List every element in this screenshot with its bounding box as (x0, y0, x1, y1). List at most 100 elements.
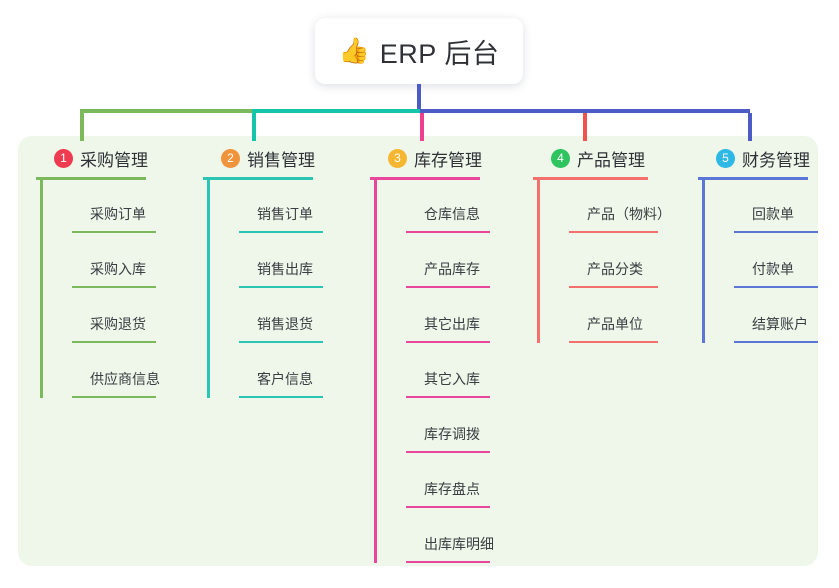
branch-leaf-rule (239, 341, 323, 343)
branch-leaf-label: 库存盘点 (424, 481, 480, 497)
branch-number-badge: 3 (388, 148, 407, 168)
branch-leaf-rule (734, 341, 818, 343)
branch-leaf-label: 产品单位 (587, 316, 643, 332)
branch-leaf-item[interactable]: 库存盘点 (388, 455, 490, 510)
branch-leaf-label: 付款单 (752, 261, 794, 277)
branch-leaf-item[interactable]: 结算账户 (716, 290, 818, 345)
branch-leaf-label: 其它入库 (424, 371, 480, 387)
branch-items-inventory: 仓库信息产品库存其它出库其它入库库存调拨库存盘点出库库明细 (370, 180, 494, 565)
branch-header-sales[interactable]: 2 销售管理 (203, 146, 315, 170)
branch-title: 采购管理 (80, 150, 148, 170)
branch-leaf-rule (406, 286, 490, 288)
drop-finance (748, 113, 752, 141)
branch-leaf-rule (406, 506, 490, 508)
branch-leaf-rule (734, 231, 818, 233)
branch-leaf-rule (239, 396, 323, 398)
branch-leaf-item[interactable]: 采购订单 (54, 180, 156, 235)
branch-leaf-item[interactable]: 产品（物料） (551, 180, 671, 235)
branch-leaf-label: 回款单 (752, 206, 794, 222)
branch-leaf-item[interactable]: 出库库明细 (388, 510, 494, 565)
branch-items-purchasing: 采购订单采购入库采购退货供应商信息 (36, 180, 160, 400)
branch-leaf-rule (72, 231, 156, 233)
branch-header-rule (698, 177, 808, 180)
branch-leaf-label: 产品分类 (587, 261, 643, 277)
branch-leaf-label: 客户信息 (257, 371, 313, 387)
branch-leaf-item[interactable]: 客户信息 (221, 345, 323, 400)
branch-leaf-rule (569, 286, 658, 288)
branch-leaf-rule (569, 231, 658, 233)
branch-leaf-label: 库存调拨 (424, 426, 480, 442)
branch-leaf-label: 仓库信息 (424, 206, 480, 222)
branch-header-inventory[interactable]: 3 库存管理 (370, 146, 482, 170)
branch-leaf-item[interactable]: 产品分类 (551, 235, 658, 290)
branch-number-badge: 5 (716, 148, 735, 168)
branch-column-product: 4 产品管理产品（物料） 产品分类产品单位 (533, 146, 671, 345)
branch-header-rule (370, 177, 480, 180)
branch-leaf-item[interactable]: 采购入库 (54, 235, 156, 290)
branch-spine (537, 180, 540, 343)
branch-title: 财务管理 (742, 150, 810, 170)
branch-leaf-item[interactable]: 库存调拨 (388, 400, 490, 455)
bar-segment-green (80, 109, 252, 113)
branch-leaf-item[interactable]: 销售出库 (221, 235, 323, 290)
branch-title: 产品管理 (577, 150, 645, 170)
branch-leaf-item[interactable]: 其它入库 (388, 345, 490, 400)
drop-product (583, 113, 587, 141)
branch-title: 库存管理 (414, 150, 482, 170)
branch-items-sales: 销售订单销售出库销售退货客户信息 (203, 180, 323, 400)
branch-number-badge: 4 (551, 148, 570, 168)
branch-number-badge: 2 (221, 148, 240, 168)
branch-leaf-item[interactable]: 仓库信息 (388, 180, 490, 235)
bar-segment-blue (420, 109, 750, 113)
branch-column-finance: 5 财务管理回款单付款单结算账户 (698, 146, 818, 345)
branch-leaf-item[interactable]: 销售退货 (221, 290, 323, 345)
branch-leaf-label: 产品（物料） (587, 206, 671, 222)
branch-leaf-item[interactable]: 采购退货 (54, 290, 156, 345)
branch-leaf-label: 供应商信息 (90, 371, 160, 387)
branch-leaf-label: 采购退货 (90, 316, 146, 332)
branch-leaf-label: 采购入库 (90, 261, 146, 277)
branch-leaf-rule (72, 341, 156, 343)
branch-leaf-rule (406, 451, 490, 453)
branch-header-product[interactable]: 4 产品管理 (533, 146, 648, 170)
branch-leaf-label: 销售退货 (257, 316, 313, 332)
branch-leaf-rule (406, 396, 490, 398)
branch-leaf-item[interactable]: 销售订单 (221, 180, 323, 235)
branch-leaf-rule (734, 286, 818, 288)
branch-column-sales: 2 销售管理销售订单销售出库销售退货客户信息 (203, 146, 323, 400)
branch-leaf-rule (72, 396, 156, 398)
thumbs-up-icon: 👍 (338, 36, 370, 65)
branch-column-inventory: 3 库存管理仓库信息产品库存其它出库其它入库库存调拨库存盘点出库库明细 (370, 146, 494, 565)
branch-leaf-rule (406, 341, 490, 343)
branches-panel (18, 136, 818, 566)
branch-spine (207, 180, 210, 398)
branch-leaf-item[interactable]: 供应商信息 (54, 345, 160, 400)
branch-leaf-item[interactable]: 其它出库 (388, 290, 490, 345)
branch-leaf-rule (569, 341, 658, 343)
branch-items-product: 产品（物料） 产品分类产品单位 (533, 180, 671, 345)
branch-leaf-item[interactable]: 产品单位 (551, 290, 658, 345)
branch-leaf-label: 销售订单 (257, 206, 313, 222)
branch-title: 销售管理 (247, 150, 315, 170)
branch-leaf-rule (239, 231, 323, 233)
branch-leaf-item[interactable]: 回款单 (716, 180, 818, 235)
branch-leaf-item[interactable]: 产品库存 (388, 235, 490, 290)
branch-header-rule (36, 177, 146, 180)
root-node[interactable]: 👍 ERP 后台 (315, 18, 523, 84)
branch-leaf-label: 产品库存 (424, 261, 480, 277)
branch-leaf-label: 结算账户 (752, 316, 808, 332)
branch-spine (702, 180, 705, 343)
branch-leaf-rule (406, 561, 490, 563)
root-stem-connector (417, 84, 421, 111)
drop-purchasing (80, 113, 84, 141)
branch-header-finance[interactable]: 5 财务管理 (698, 146, 810, 170)
branch-leaf-rule (406, 231, 490, 233)
branch-leaf-item[interactable]: 付款单 (716, 235, 818, 290)
branch-items-finance: 回款单付款单结算账户 (698, 180, 818, 345)
drop-inventory (420, 113, 424, 141)
branch-leaf-rule (239, 286, 323, 288)
branch-header-rule (203, 177, 313, 180)
